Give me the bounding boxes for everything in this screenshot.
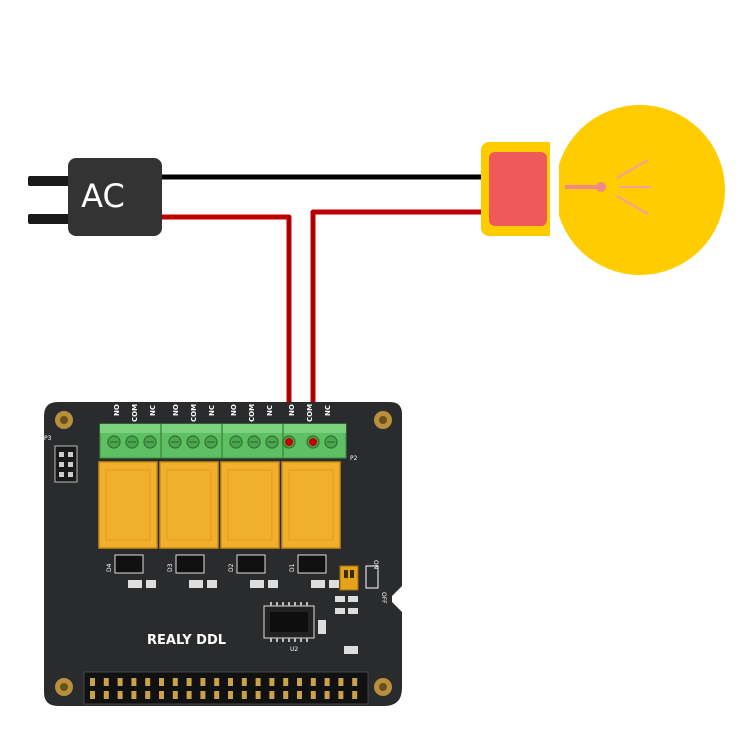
terminal-label: COM	[248, 404, 256, 422]
gpio-pin	[131, 678, 137, 686]
gpio-pin	[159, 691, 164, 699]
gpio-pin	[228, 678, 233, 686]
filament-ray	[616, 195, 649, 215]
gpio-pin	[297, 678, 302, 686]
gpio-pin	[117, 678, 123, 686]
terminal-label: COM	[306, 404, 314, 422]
ic-u2: U2	[263, 602, 315, 653]
gpio-pin	[269, 678, 275, 686]
gpio-pin	[283, 691, 289, 699]
label-p3: P3	[44, 435, 52, 442]
filament-tip	[596, 182, 606, 192]
mounting-hole	[374, 411, 392, 429]
gpio-pin	[145, 678, 151, 686]
driver-components: D4 D3 D2 D1	[106, 554, 339, 588]
relay-4	[281, 461, 341, 549]
gpio-header	[83, 671, 369, 705]
gpio-pin	[172, 678, 178, 686]
plug-prong-bottom	[28, 214, 72, 224]
gpio-pin	[310, 678, 316, 686]
relay-3	[220, 461, 280, 549]
dip-switch: ON OFF	[339, 560, 387, 604]
gpio-pin	[352, 678, 358, 686]
gpio-pin	[297, 691, 302, 699]
gpio-pin	[324, 678, 330, 686]
terminal-label: NC	[208, 405, 216, 416]
light-bulb	[481, 105, 725, 275]
gpio-pin	[310, 691, 316, 699]
terminal-label: NC	[149, 405, 157, 416]
mounting-hole	[374, 678, 392, 696]
bulb-gap	[550, 135, 559, 245]
terminal-label: COM	[131, 404, 139, 422]
bulb-glass	[555, 105, 725, 275]
gpio-pin	[255, 691, 261, 699]
label-d4: D4	[106, 563, 113, 572]
gpio-pin	[228, 691, 233, 699]
label-d3: D3	[167, 563, 174, 572]
gpio-pin	[186, 691, 192, 699]
board-name: REALY DDL	[147, 633, 226, 648]
gpio-pin	[214, 678, 220, 686]
plug-body	[68, 158, 162, 236]
terminal-labels: NO COM NC NO COM NC NO COM NC NO COM NC	[113, 404, 332, 422]
gpio-pin	[131, 691, 137, 699]
terminal-label: NO	[230, 404, 238, 416]
gpio-pin	[214, 691, 220, 699]
gpio-pin	[200, 691, 206, 699]
gpio-pin	[241, 691, 247, 699]
red-wire-relay-to-bulb	[310, 209, 490, 442]
plug-prong-top	[28, 176, 72, 186]
mounting-hole	[55, 411, 73, 429]
plug-label: AC	[81, 177, 125, 215]
relay-2	[159, 461, 219, 549]
gpio-pin	[117, 691, 123, 699]
terminal-label: NC	[266, 405, 274, 416]
gpio-pin	[338, 691, 344, 699]
relay-1	[98, 461, 158, 549]
gpio-pin	[90, 691, 95, 699]
red-wire-plug-to-relay	[162, 214, 292, 442]
smd-parts	[318, 596, 358, 654]
filament-ray	[616, 159, 649, 179]
terminal-label: NO	[113, 404, 121, 416]
terminal-label: COM	[190, 404, 198, 422]
gpio-pin	[172, 691, 178, 699]
gpio-pin	[200, 678, 206, 686]
label-p2: P2	[350, 455, 358, 462]
label-switch-off: OFF	[380, 592, 387, 604]
gpio-pin	[255, 678, 261, 686]
gpio-pin	[103, 691, 109, 699]
gpio-pin	[159, 678, 164, 686]
label-switch-on: ON	[372, 560, 379, 569]
relay-board: NO COM NC NO COM NC NO COM NC NO COM NC	[44, 402, 402, 706]
gpio-pin	[103, 678, 109, 686]
bulb-base	[489, 152, 547, 226]
terminal-label: NC	[324, 405, 332, 416]
gpio-pin	[241, 678, 247, 686]
mounting-hole	[55, 678, 73, 696]
terminal-label: NO	[172, 404, 180, 416]
gpio-pin	[352, 691, 358, 699]
label-u2: U2	[290, 646, 298, 653]
gpio-pin	[186, 678, 192, 686]
gpio-pin	[338, 678, 344, 686]
gpio-pin	[324, 691, 330, 699]
label-d1: D1	[289, 563, 296, 572]
gpio-pin	[269, 691, 275, 699]
gpio-pin	[283, 678, 289, 686]
label-d2: D2	[228, 563, 235, 572]
jumper-p3: P3	[44, 435, 78, 483]
gpio-pin	[145, 691, 151, 699]
terminal-label: NO	[288, 404, 296, 416]
gpio-pin	[90, 678, 95, 686]
ac-plug: AC	[28, 158, 162, 236]
terminal-block	[99, 423, 347, 459]
